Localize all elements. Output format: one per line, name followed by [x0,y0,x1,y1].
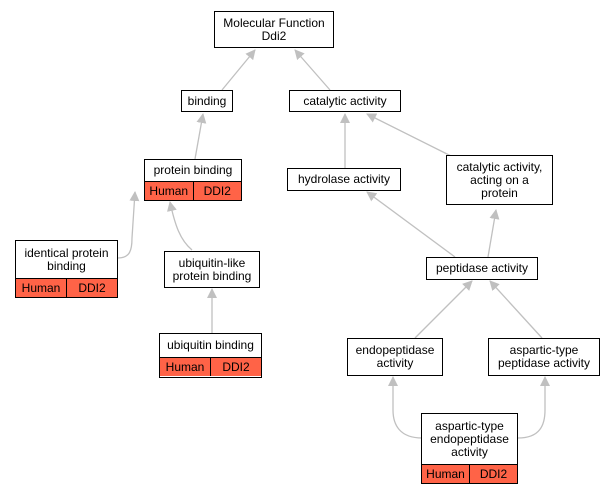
node-protein-binding[interactable]: protein binding Human DDI2 [144,159,242,201]
node-ubiquitin-binding[interactable]: ubiquitin binding Human DDI2 [159,333,262,378]
edge-peptidase-to-catalytic-protein [487,209,500,258]
edge-binding-to-molecular-function [221,49,256,91]
edge-endopeptidase-to-peptidase [414,280,473,339]
node-endopeptidase-activity[interactable]: endopeptidase activity [347,338,443,376]
node-protein-binding-label: protein binding [153,163,233,177]
node-catalytic-activity-protein-label: catalytic activity, acting on a protein [456,159,543,200]
edge-protein-binding-to-binding [194,113,207,160]
edge-aspartic-endo-to-aspartic-peptidase [517,376,550,439]
annotation-row: Human DDI2 [16,278,117,297]
node-binding-label: binding [187,93,227,108]
node-catalytic-activity[interactable]: catalytic activity [289,90,401,112]
gene-badge: DDI2 [192,182,241,200]
node-identical-protein-binding-label: identical protein binding [24,245,109,273]
species-badge: Human [422,465,469,483]
node-ubiquitin-binding-label: ubiquitin binding [167,338,254,352]
edge-catalytic-protein-to-catalytic [366,113,456,159]
edge-ubiquitin-like-to-protein-binding [167,201,193,251]
annotation-row: Human DDI2 [160,357,261,376]
species-badge: Human [145,182,193,200]
node-ubiquitin-like-binding[interactable]: ubiquitin-like protein binding [164,251,260,288]
gene-badge: DDI2 [66,279,117,297]
node-aspartic-endopeptidase-label: aspartic-type endopeptidase activity [430,418,509,459]
node-aspartic-endopeptidase[interactable]: aspartic-type endopeptidase activity Hum… [421,413,518,484]
node-ubiquitin-like-binding-label: ubiquitin-like protein binding [172,255,252,283]
edge-aspartic-endo-to-endopeptidase [388,376,423,439]
node-identical-protein-binding[interactable]: identical protein binding Human DDI2 [15,240,118,298]
edge-catalytic-to-molecular-function [294,49,331,91]
gene-badge: DDI2 [210,358,261,376]
edge-aspartic-peptidase-to-peptidase [489,280,543,339]
annotation-row: Human DDI2 [422,464,517,483]
node-aspartic-peptidase-label: aspartic-type peptidase activity [497,343,591,370]
node-molecular-function-label: Molecular Function Ddi2 [223,15,325,43]
gene-badge: DDI2 [469,465,517,483]
node-hydrolase-activity-label: hydrolase activity [297,172,391,186]
node-catalytic-activity-label: catalytic activity [303,93,387,108]
node-peptidase-activity-label: peptidase activity [435,261,529,275]
node-molecular-function[interactable]: Molecular Function Ddi2 [214,11,334,48]
species-badge: Human [16,279,66,297]
node-binding[interactable]: binding [181,90,233,112]
edge-peptidase-to-hydrolase [366,191,456,258]
node-catalytic-activity-protein[interactable]: catalytic activity, acting on a protein [446,155,553,205]
node-hydrolase-activity[interactable]: hydrolase activity [287,168,401,191]
node-peptidase-activity[interactable]: peptidase activity [426,257,538,280]
species-badge: Human [160,358,210,376]
node-endopeptidase-activity-label: endopeptidase activity [355,343,435,370]
annotation-row: Human DDI2 [145,181,241,200]
node-aspartic-peptidase[interactable]: aspartic-type peptidase activity [488,338,600,376]
edge-identical-to-protein-binding [117,191,140,259]
